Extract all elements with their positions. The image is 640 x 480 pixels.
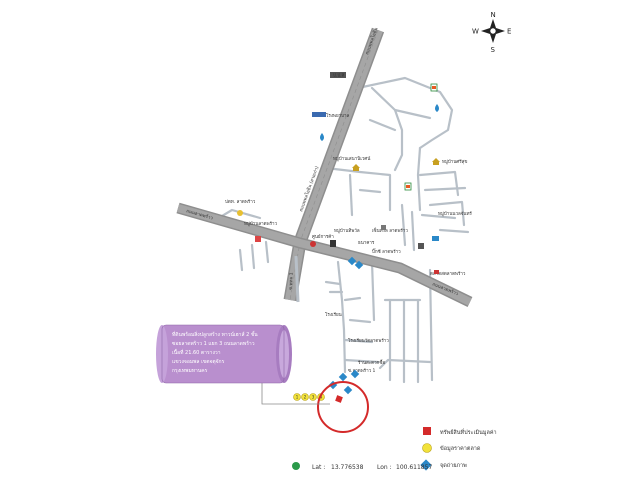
subject-highlight-circle [317, 381, 369, 433]
place-left-village-2: หมู่บ้านลาดพร้าว [244, 221, 278, 227]
property-note-callout [156, 324, 292, 384]
photo-point-icons [328, 256, 364, 395]
place-school: โรงเรียน [325, 311, 342, 318]
legend-market-icon [422, 443, 432, 453]
compass-s: S [491, 46, 496, 54]
note-line-3: เนื้อที่ 21.60 ตารางวา [172, 347, 221, 356]
distance-mark-4: 4 [320, 395, 323, 400]
subject-property-marker [335, 395, 343, 403]
compass-w: W [472, 28, 479, 36]
compass-rose-icon: N S E W [472, 11, 511, 54]
place-village: หมู่บ้านเสนานิเวศน์ [333, 155, 370, 162]
legend-photo-label: จุดถ่ายภาพ [440, 463, 467, 469]
map-legend: ทรัพย์สินที่ประเมินมูลค่า ข้อมูลราคาตลาด… [420, 427, 497, 471]
place-central-hall: ศูนย์การค้า [312, 233, 334, 240]
road-label-lower-soi: ซ.พหล 1 [288, 272, 295, 290]
minor-roads [220, 76, 470, 384]
legend-subject-icon [423, 427, 431, 435]
note-line-5: กรุงเทพมหานคร [172, 368, 208, 374]
note-line-4: แขวงจอมพล เขตจตุจักร [172, 359, 225, 365]
coordinate-dot-icon [292, 462, 300, 470]
lon-value: 100.611857 [396, 464, 432, 471]
place-bank: ธนาคาร [358, 240, 375, 246]
government-building-icon [330, 72, 346, 78]
temple-icon [352, 158, 440, 171]
place-market: ตลาดสดลาดพร้าว [430, 271, 466, 277]
compass-n: N [491, 11, 496, 19]
place-near-subject: ร้านสะดวกซื้อ [358, 359, 385, 366]
lat-value: 13.776538 [331, 464, 364, 471]
distance-mark-2: 2 [304, 395, 307, 400]
poi-icons [237, 210, 439, 274]
legend-market-label: ข้อมูลราคาตลาด [440, 445, 481, 452]
place-right-village: หมู่บ้านศรีสุข [442, 159, 468, 165]
lat-label: Lat : [312, 464, 325, 471]
lon-label: Lon : [377, 464, 392, 471]
place-lower-soi: ซ.ลาดพร้าว 1 [348, 368, 376, 374]
gas-station-icon [320, 104, 439, 141]
place-big-c: บิ๊กซี ลาดพร้าว [372, 248, 401, 255]
place-lower-school: โรงเรียนวัดลาดพร้าว [348, 337, 389, 344]
distance-mark-1: 1 [296, 395, 299, 400]
legend-subject-label: ทรัพย์สินที่ประเมินมูลค่า [440, 428, 497, 436]
place-central-plaza: เซ็นทรัล ลาดพร้าว [372, 226, 408, 234]
place-left-village: ปตท. ลาดพร้าว [225, 199, 256, 205]
place-right-village-2: หมู่บ้านนวลจันทร์ [438, 210, 472, 217]
seven-eleven-icon [404, 83, 438, 191]
note-line-2: ซอยลาดพร้าว 1 แยก 3 ถนนลาดพร้าว [172, 340, 255, 347]
legend-photo-icon [420, 459, 432, 471]
distance-mark-3: 3 [312, 395, 315, 400]
main-roads [176, 27, 473, 307]
note-line-1: ที่ดินพร้อมสิ่งปลูกสร้าง ทาวน์เฮาส์ 2 ชั… [172, 329, 258, 338]
place-mid-village: หมู่บ้านทิพวัล [334, 228, 360, 234]
place-hospital: โรงพยาบาล [326, 112, 350, 119]
compass-e: E [507, 28, 511, 36]
place-top-box: ป.ป.ส [333, 73, 345, 79]
hospital-icon [312, 112, 326, 117]
